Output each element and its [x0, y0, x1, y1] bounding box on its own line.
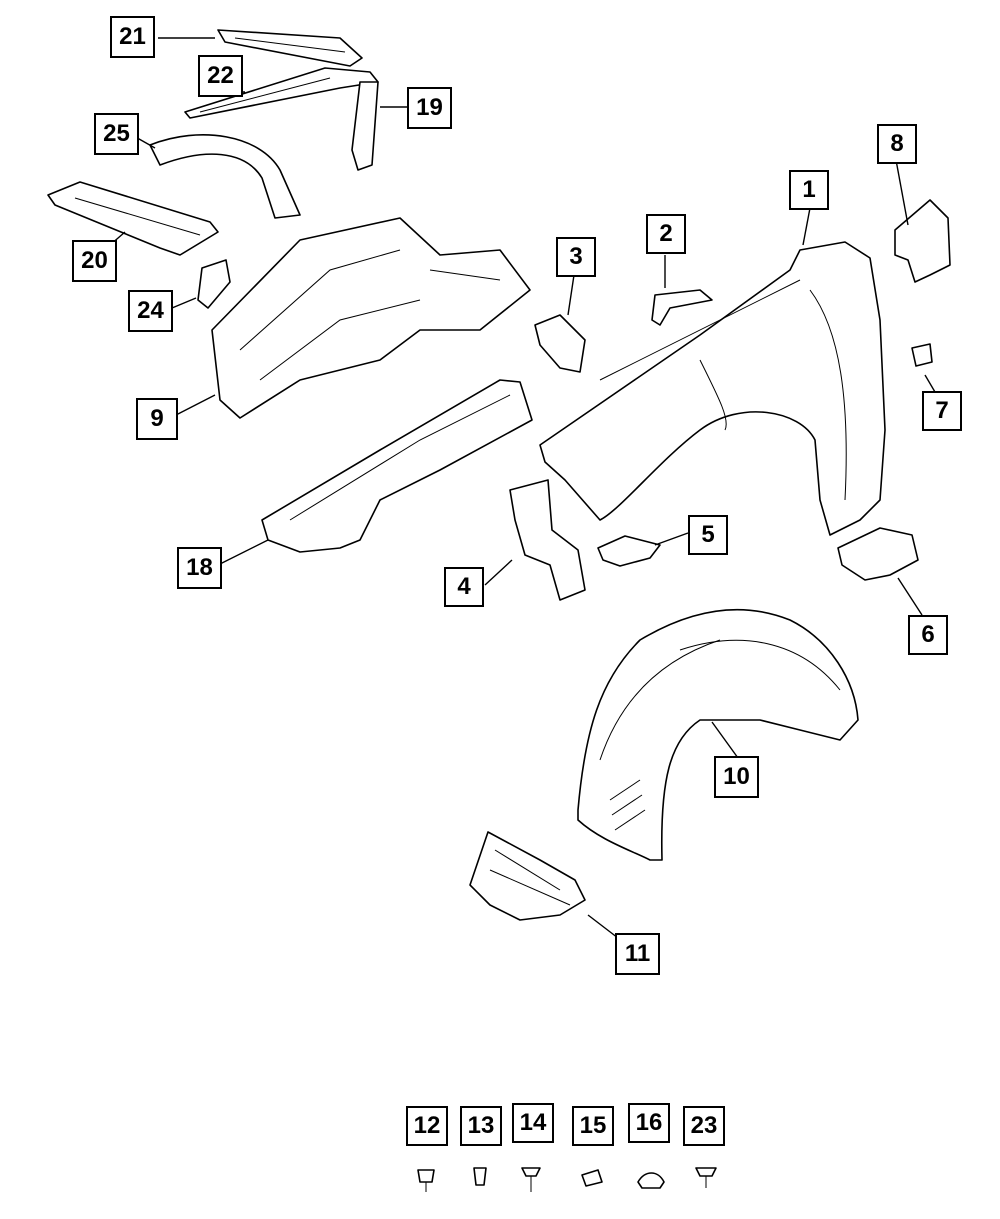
- callout-2[interactable]: 2: [646, 214, 686, 254]
- part-6-bracket: [837, 527, 919, 581]
- callout-16[interactable]: 16: [628, 1103, 670, 1143]
- callout-15-label: 15: [579, 1112, 607, 1139]
- leader-3: [567, 274, 575, 316]
- callout-11[interactable]: 11: [615, 933, 660, 975]
- callout-24[interactable]: 24: [128, 290, 173, 332]
- callout-9[interactable]: 9: [136, 398, 178, 440]
- callout-25-label: 25: [103, 120, 130, 147]
- callout-13[interactable]: 13: [460, 1106, 502, 1146]
- part-3-bracket: [534, 314, 586, 373]
- callout-18-label: 18: [186, 554, 213, 581]
- callout-10[interactable]: 10: [714, 756, 759, 798]
- callout-4-label: 4: [457, 573, 471, 600]
- part-10-liner: [577, 608, 859, 861]
- part-25-arch-bar: [149, 134, 301, 219]
- part-11-shield: [469, 831, 586, 921]
- part-1-fender: [539, 241, 886, 536]
- leader-9: [175, 394, 216, 416]
- callout-1-label: 1: [802, 176, 816, 203]
- callout-19-label: 19: [416, 94, 443, 121]
- part-13-nut: [473, 1167, 487, 1186]
- leader-7: [924, 374, 936, 393]
- callout-18[interactable]: 18: [177, 547, 222, 589]
- callout-7-label: 7: [935, 397, 949, 424]
- callout-25[interactable]: 25: [94, 113, 139, 155]
- callout-7[interactable]: 7: [922, 391, 962, 431]
- callout-13-label: 13: [467, 1112, 495, 1139]
- callout-6-label: 6: [921, 621, 935, 648]
- callout-21[interactable]: 21: [110, 16, 155, 58]
- part-9-front-structure: [211, 217, 531, 419]
- callout-12[interactable]: 12: [406, 1106, 448, 1146]
- callout-9-label: 9: [150, 405, 164, 432]
- callout-20[interactable]: 20: [72, 240, 117, 282]
- callout-5[interactable]: 5: [688, 515, 728, 555]
- part-4-bracket: [509, 479, 586, 601]
- callout-4[interactable]: 4: [444, 567, 484, 607]
- leader-10: [711, 721, 739, 759]
- callout-21-label: 21: [119, 23, 146, 50]
- callout-14-label: 14: [519, 1109, 547, 1136]
- leader-6: [897, 577, 923, 616]
- callout-22[interactable]: 22: [198, 55, 243, 97]
- part-12-bolt: [417, 1169, 435, 1192]
- callout-19[interactable]: 19: [407, 87, 452, 129]
- part-24-bracket: [197, 259, 231, 309]
- callout-23[interactable]: 23: [683, 1106, 725, 1146]
- callout-15[interactable]: 15: [572, 1106, 614, 1146]
- callout-23-label: 23: [690, 1112, 718, 1139]
- part-7-clip: [911, 343, 933, 367]
- callout-16-label: 16: [635, 1109, 663, 1136]
- part-5-bracket: [597, 535, 661, 567]
- part-19-bracket: [351, 81, 379, 171]
- callout-20-label: 20: [81, 247, 108, 274]
- part-14-screw: [521, 1167, 541, 1192]
- callout-10-label: 10: [723, 763, 750, 790]
- leader-1: [802, 207, 811, 246]
- callout-3[interactable]: 3: [556, 237, 596, 277]
- callout-8-label: 8: [890, 130, 904, 157]
- part-8-bracket: [894, 199, 951, 283]
- callout-2-label: 2: [659, 220, 673, 247]
- callout-3-label: 3: [569, 243, 583, 270]
- leader-4: [484, 559, 513, 586]
- part-20-cross-member: [47, 181, 219, 256]
- part-16-flange-nut: [637, 1172, 665, 1189]
- callout-24-label: 24: [137, 297, 164, 324]
- callout-22-label: 22: [207, 62, 234, 89]
- part-23-push-pin: [695, 1167, 717, 1188]
- leader-8: [895, 159, 909, 226]
- part-2-bracket: [651, 289, 713, 326]
- part-21-rail: [217, 29, 363, 67]
- leader-11: [587, 914, 619, 939]
- part-15-clip: [581, 1169, 603, 1187]
- callout-8[interactable]: 8: [877, 124, 917, 164]
- callout-11-label: 11: [624, 940, 651, 967]
- callout-12-label: 12: [413, 1112, 441, 1139]
- callout-14[interactable]: 14: [512, 1103, 554, 1143]
- leader-24: [171, 297, 197, 309]
- leader-5: [654, 532, 689, 546]
- leader-18: [217, 539, 269, 566]
- callout-5-label: 5: [701, 521, 715, 548]
- callout-1[interactable]: 1: [789, 170, 829, 210]
- part-18-lower-rail: [261, 379, 533, 553]
- callout-6[interactable]: 6: [908, 615, 948, 655]
